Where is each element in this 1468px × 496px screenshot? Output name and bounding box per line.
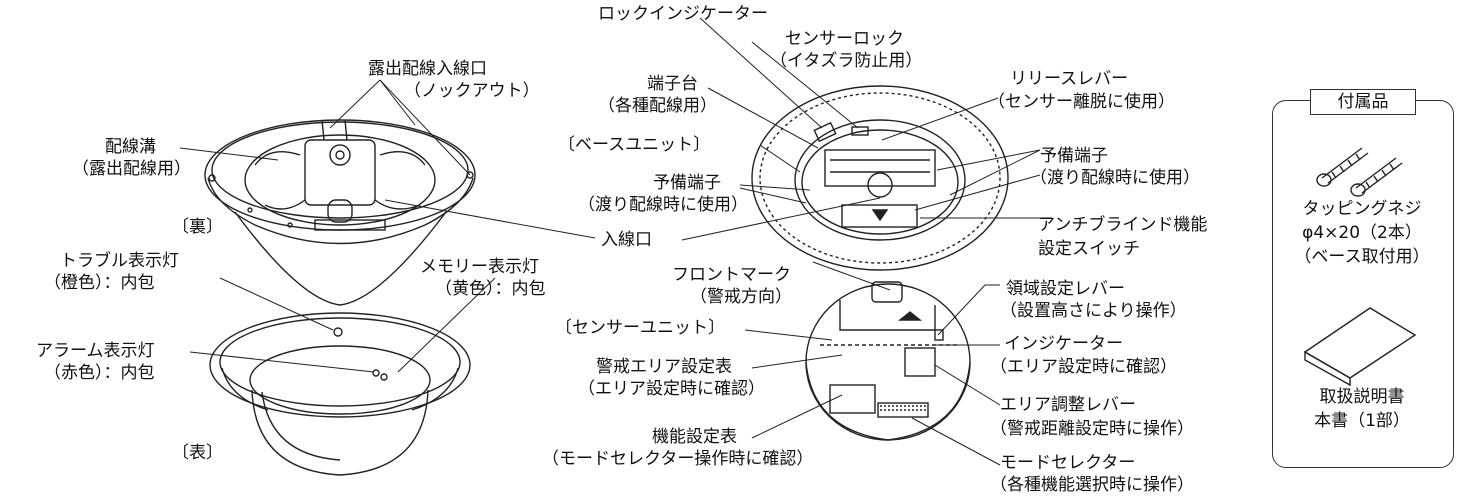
label-release-lever: リリースレバー bbox=[1010, 69, 1129, 89]
label-indicator: インジケーター bbox=[1004, 334, 1123, 354]
label-function-table-sub: （モードセレクター操作時に確認） bbox=[542, 449, 814, 469]
accessory-screw-use: （ベース取付用） bbox=[1294, 247, 1430, 267]
label-exposed-inlet-sub: （ノックアウト） bbox=[404, 81, 540, 101]
accessory-manual-name: 取扱説明書 bbox=[1319, 387, 1405, 407]
label-spare-terminal-left: 予備端子 bbox=[653, 173, 721, 193]
label-lock-indicator: ロックインジケーター bbox=[598, 4, 768, 24]
label-exposed-inlet: 露出配線入線口 bbox=[368, 59, 487, 79]
label-base-unit: 〔ベースユニット〕 bbox=[558, 135, 711, 155]
label-sensor-lock-sub: （イタズラ防止用） bbox=[770, 51, 923, 71]
manual-drawing bbox=[1303, 307, 1417, 387]
label-spare-terminal-right: 予備端子 bbox=[1040, 146, 1108, 166]
label-area-table: 警戒エリア設定表 bbox=[596, 357, 732, 377]
label-sensor-lock: センサーロック bbox=[785, 29, 904, 49]
label-trouble-lamp-sub: （橙色）：内包 bbox=[44, 273, 155, 293]
label-inlet: 入線口 bbox=[601, 230, 652, 250]
label-front-side: 〔表〕 bbox=[172, 443, 223, 463]
label-front-mark-sub: （警戒方向） bbox=[690, 287, 792, 307]
label-area-adjust: エリア調整レバー bbox=[1000, 395, 1136, 415]
label-alarm-lamp-sub: （赤色）：内包 bbox=[44, 363, 155, 383]
label-release-lever-sub: （センサー離脱に使用） bbox=[988, 92, 1175, 112]
base-unit-drawing bbox=[751, 85, 1009, 271]
label-alarm-lamp: アラーム表示灯 bbox=[36, 341, 155, 361]
label-mode-selector: モードセレクター bbox=[1000, 453, 1136, 473]
label-anti-blind: アンチブラインド機能 bbox=[1038, 215, 1208, 235]
screw-drawing bbox=[1316, 147, 1403, 197]
accessory-screw-name: タッピングネジ bbox=[1302, 199, 1422, 219]
label-spare-terminal-right-sub: （渡り配線時に使用） bbox=[1030, 168, 1200, 188]
label-area-table-sub: （エリア設定時に確認） bbox=[578, 379, 765, 399]
label-mode-selector-sub: （各種機能選択時に操作） bbox=[990, 475, 1194, 495]
label-wiring-groove: 配線溝 bbox=[105, 137, 156, 157]
sensor-unit-drawing bbox=[805, 281, 971, 441]
label-area-lever: 領域設定レバー bbox=[1006, 279, 1125, 299]
label-trouble-lamp: トラブル表示灯 bbox=[60, 251, 179, 271]
label-function-table: 機能設定表 bbox=[652, 427, 737, 447]
label-terminal-block: 端子台 bbox=[647, 74, 698, 94]
label-area-adjust-sub: （警戒距離設定時に操作） bbox=[990, 419, 1194, 439]
label-area-lever-sub: （設置高さにより操作） bbox=[1000, 301, 1187, 321]
front-view-drawing bbox=[209, 312, 471, 476]
label-spare-terminal-left-sub: （渡り配線時に使用） bbox=[578, 195, 748, 215]
label-memory-lamp-sub: （黄色）：内包 bbox=[435, 279, 546, 299]
accessories-title: 付属品 bbox=[1310, 89, 1416, 115]
label-memory-lamp: メモリー表示灯 bbox=[420, 257, 539, 277]
accessory-screw-spec: φ4×20（2本） bbox=[1302, 223, 1422, 243]
label-indicator-sub: （エリア設定時に確認） bbox=[990, 357, 1177, 377]
label-back-side: 〔裏〕 bbox=[172, 217, 223, 237]
base-back-drawing bbox=[204, 119, 476, 306]
accessory-manual-sub: 本書（1部） bbox=[1314, 411, 1410, 431]
label-wiring-groove-sub: （露出配線用） bbox=[72, 159, 191, 179]
label-anti-blind-sub: 設定スイッチ bbox=[1038, 239, 1140, 259]
leader-lines bbox=[179, 17, 1052, 466]
label-front-mark: フロントマーク bbox=[672, 265, 791, 285]
label-terminal-block-sub: （各種配線用） bbox=[598, 96, 717, 116]
label-sensor-unit: 〔センサーユニット〕 bbox=[555, 318, 725, 338]
